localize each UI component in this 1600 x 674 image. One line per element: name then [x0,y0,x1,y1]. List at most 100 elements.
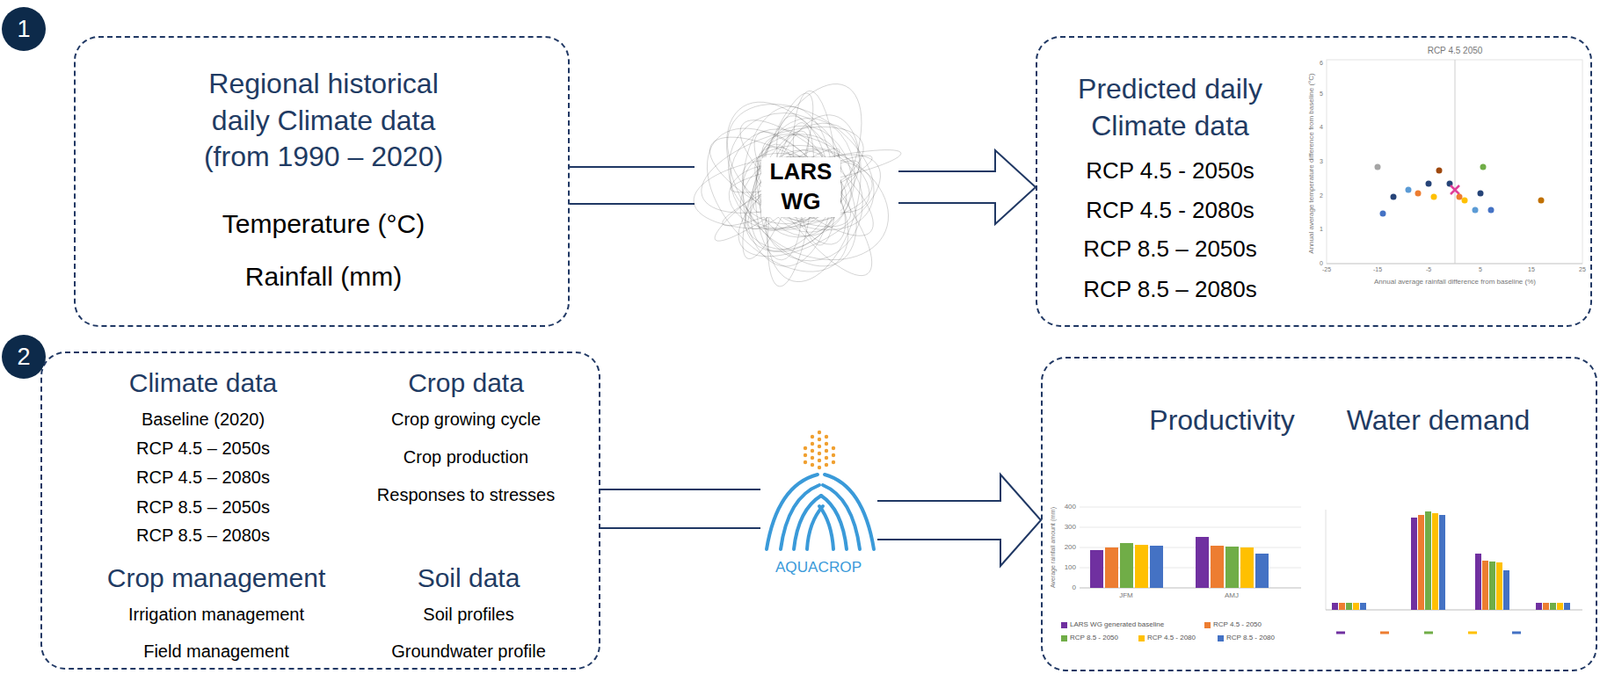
chart-label: Annual average rainfall difference from … [1374,277,1536,287]
logo-dot [817,451,822,456]
logo-dot [817,444,822,449]
node-text: Soil data [341,560,597,596]
chart-label: -5 [1425,266,1432,274]
logo-dot [824,463,829,467]
node-text: LARS WG [761,157,841,218]
node-text: AQUACROP [760,557,878,577]
node-text: Temperature (°C) [147,206,500,241]
chart-label: AMJ [1224,591,1239,601]
input-box: Climate dataBaseline (2020) RCP 4.5 – 205… [40,351,601,670]
logo-dot [810,449,815,453]
chart-label: 6 [1319,59,1324,67]
logo-dot [810,442,815,446]
node-text: Productivity [1120,402,1324,440]
chart-label: 3 [1319,158,1324,166]
block-arrow [569,167,695,204]
block-arrow [877,474,1041,567]
scribble-stroke [680,101,875,299]
bar [1489,561,1496,611]
legend-text: RCP 4.5 - 2050 [1213,620,1262,630]
scribble-stroke [749,104,877,291]
chart-label: RCP 4.5 2050 [1427,45,1484,57]
node-text: Rainfall (mm) [147,259,500,294]
productivity-bar-chart [1079,507,1302,589]
logo-dot [831,460,836,465]
scribble-stroke [750,139,873,270]
legend-swatch [1061,622,1068,629]
logo-dot [817,430,822,435]
logo-dot [817,458,822,463]
legend-swatch [1217,635,1224,642]
bar [1549,603,1557,611]
logo-dot [817,437,822,442]
callout-number: 2 [1,334,46,379]
node-text: RCP 8.5 – 2080s [71,523,335,547]
chart-label: -15 [1373,266,1382,274]
chart-label: Average rainfall amount (mm) [1049,507,1057,589]
node-text: Water demand [1306,402,1571,440]
lars-wg-tool: LARS WG [694,76,899,297]
scatter-chart [1326,59,1583,264]
chart-label: 5 [1478,266,1483,274]
logo-dot [831,453,836,458]
scribble-stroke [722,138,854,269]
water-demand-bar-chart [1325,509,1583,633]
scribble-stroke [707,138,847,251]
bar [1542,603,1550,611]
aquacrop-logo [766,430,874,550]
logo-dot [824,435,829,439]
legend-swatch [1204,622,1211,629]
bar [1432,513,1439,611]
bar [1352,603,1360,611]
logo-dot [824,442,829,446]
node-text: Field management [71,640,362,663]
chart-label: 300 [1064,523,1077,532]
node-text: 1 [1,13,46,44]
scribble-stroke [697,119,863,245]
chart-label: 0 [1072,583,1077,593]
logo-dot [803,460,808,465]
logo-dot [817,465,822,470]
node-text: RCP 4.5 – 2050s [71,436,335,460]
chart-label: JFM [1119,591,1134,601]
chart-label: 100 [1064,563,1077,573]
bar [1410,517,1418,611]
logo-dot [831,446,836,451]
bar [1482,560,1489,611]
legend-swatch [1138,635,1145,642]
node-text: Crop data [338,365,594,400]
bar [1475,553,1482,611]
node-text: Baseline (2020) [71,407,335,431]
block-arrow [898,150,1036,225]
node-text: Climate data [71,365,335,400]
node-text: Responses to stresses [338,483,594,507]
logo-dot [803,446,808,451]
block-arrow [600,489,761,529]
chart-label: 0 [1319,260,1324,268]
legend-text: RCP 4.5 - 2080 [1147,633,1196,643]
bar [1331,603,1339,611]
chart-label: Annual average temperature difference fr… [1307,72,1317,254]
chart-label: 15 [1527,266,1535,274]
node-text: 2 [1,341,46,372]
bar [1496,562,1503,611]
scribble-stroke [722,133,897,277]
chart-label: 200 [1064,543,1077,553]
logo-dot [803,453,808,458]
node-text: Crop production [338,445,594,469]
node-text: RCP 8.5 – 2050s [71,495,335,519]
chart-label: 4 [1319,123,1324,131]
node-text: Groundwater profile [341,640,597,663]
node-text: RCP 4.5 - 2050s [1047,156,1294,187]
bar [1535,603,1542,611]
node-text: RCP 8.5 – 2080s [1047,275,1294,306]
lars-wg-scribble [680,66,906,299]
logo-dot [810,463,815,467]
bar [1425,511,1432,611]
node-text: Regional historical daily Climate data (… [130,65,517,176]
chart-label: -25 [1322,266,1331,274]
bar [1563,603,1571,611]
chart-label: 1 [1319,225,1324,233]
bar [1360,603,1367,611]
